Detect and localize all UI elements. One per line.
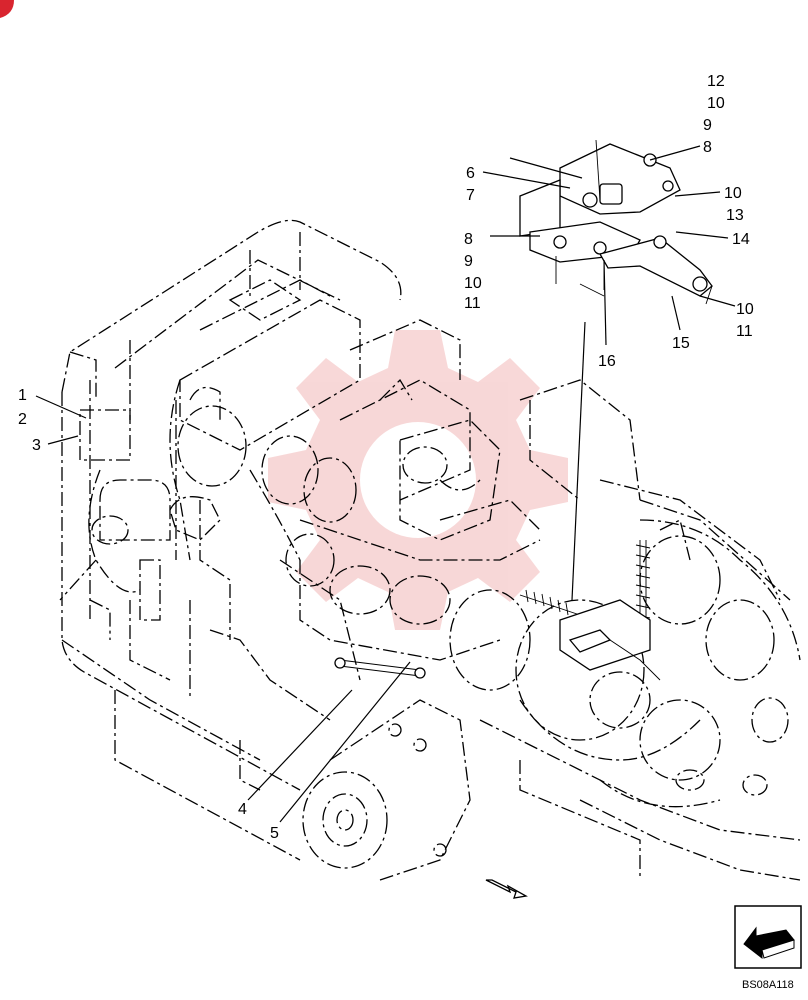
transmission-assembly [449, 519, 801, 808]
callout-15: 15 [672, 335, 690, 352]
view-direction-arrow-icon [734, 905, 802, 969]
callout-11-right: 11 [736, 323, 753, 340]
callout-4: 4 [238, 801, 247, 818]
callout-2: 2 [18, 411, 27, 428]
leader-lines [35, 145, 736, 823]
control-linkage [334, 599, 661, 681]
callout-6: 6 [466, 165, 475, 182]
left-components [79, 386, 331, 721]
callout-3: 3 [32, 437, 41, 454]
front-direction-icon [485, 879, 528, 899]
callout-8-left: 8 [464, 231, 473, 248]
callout-5: 5 [270, 825, 279, 842]
frame-phantom-outline [59, 219, 801, 881]
callout-12: 12 [707, 73, 725, 90]
callout-14: 14 [732, 231, 750, 248]
callout-9-left: 9 [464, 253, 473, 270]
callout-labels: 1 2 3 4 5 6 7 8 9 10 11 12 10 9 8 10 13 … [18, 73, 794, 991]
callout-1: 1 [18, 387, 27, 404]
flywheel [302, 699, 471, 881]
drawing-code: BS08A118 [742, 979, 794, 991]
engine-block [169, 279, 541, 700]
callout-8-top: 8 [703, 139, 712, 156]
corner-mark-icon [0, 0, 14, 18]
callout-11-left: 11 [464, 295, 481, 312]
callout-10-right: 10 [736, 301, 754, 318]
bracket-detail [519, 139, 713, 305]
watermark-gear-icon [268, 330, 568, 630]
callout-7: 7 [466, 187, 475, 204]
callout-9-top: 9 [703, 117, 712, 134]
callout-16: 16 [598, 353, 616, 370]
callout-10-left: 10 [464, 275, 482, 292]
callout-13: 13 [726, 207, 744, 224]
callout-10-mid: 10 [724, 185, 742, 202]
callout-10-top: 10 [707, 95, 725, 112]
